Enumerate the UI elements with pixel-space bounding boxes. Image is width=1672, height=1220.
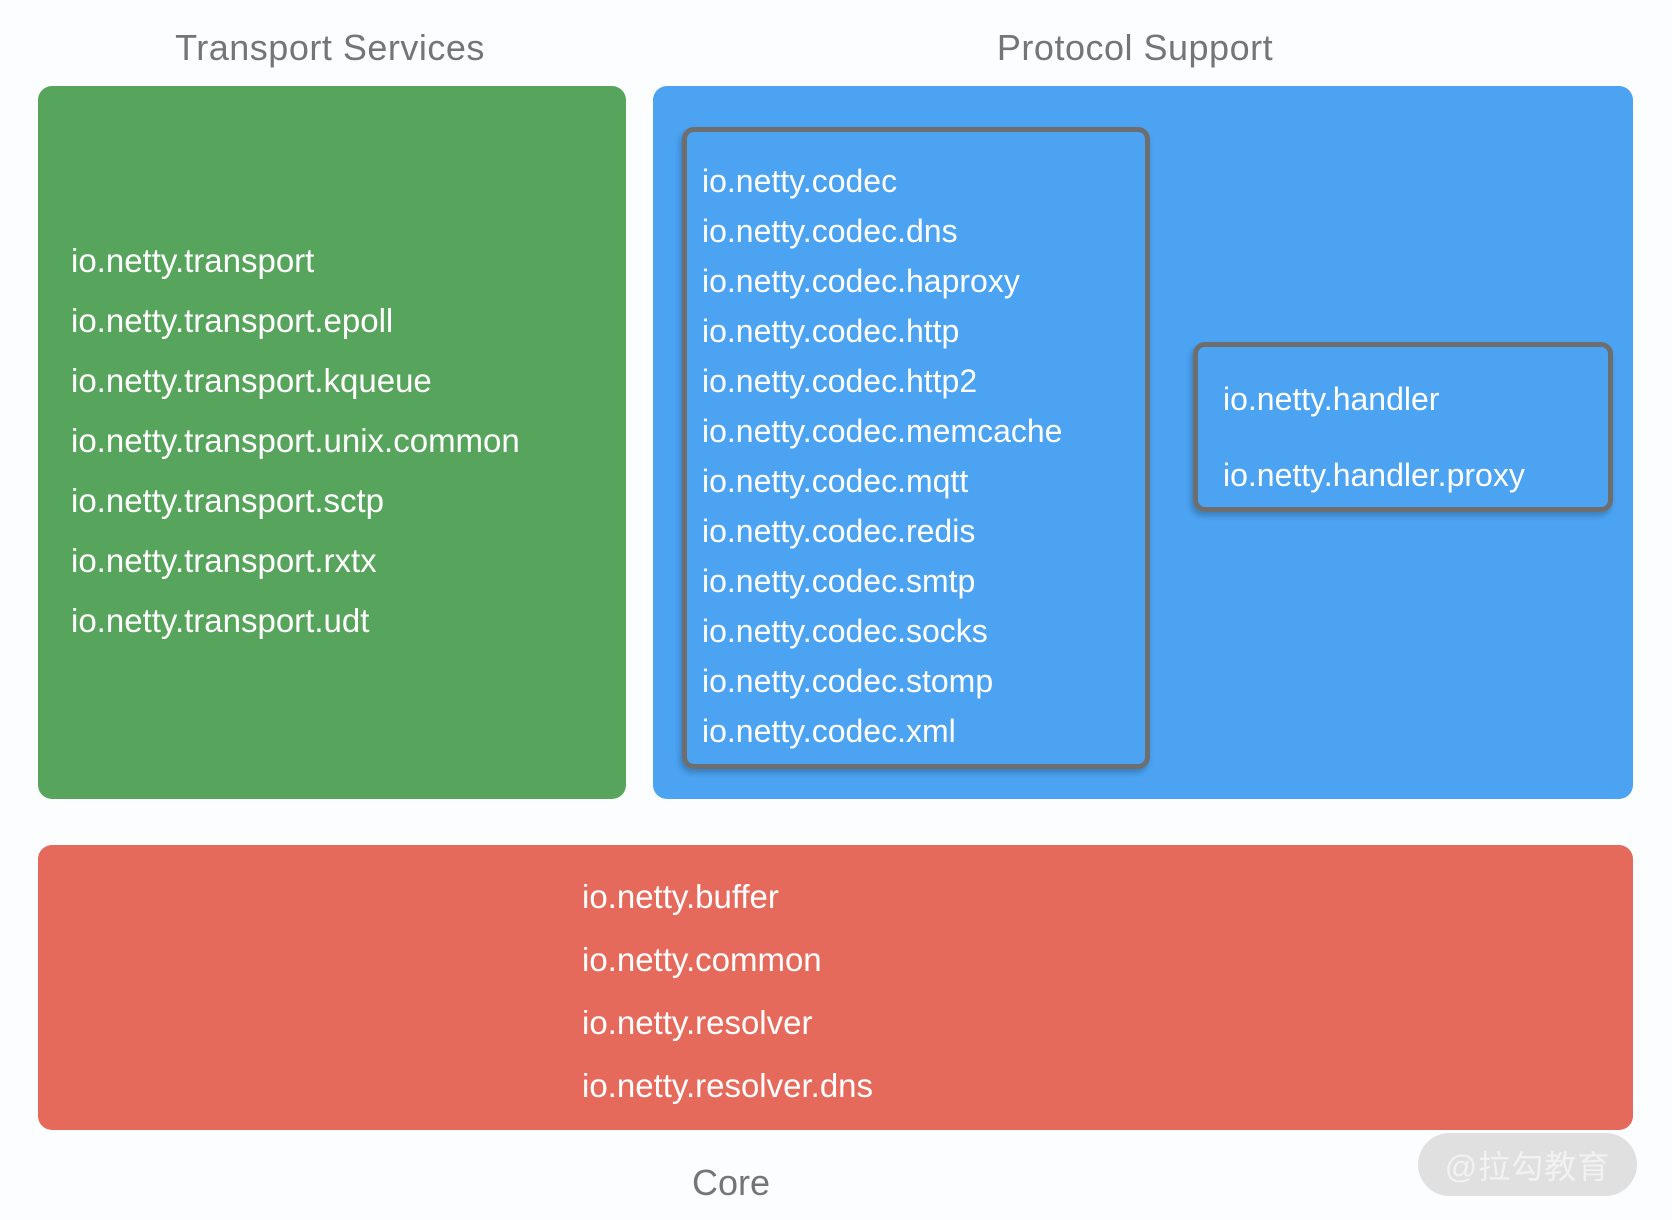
package-label: io.netty.codec.haproxy [702, 263, 1020, 299]
lagou-watermark: @拉勾教育 [1418, 1133, 1637, 1196]
package-label: io.netty.transport.sctp [71, 482, 385, 519]
package-label: io.netty.codec.mqtt [702, 463, 969, 499]
package-label: io.netty.transport.rxtx [71, 542, 377, 579]
package-label: io.netty.handler.proxy [1223, 456, 1525, 493]
core-package-list: io.netty.buffer io.netty.common io.netty… [582, 865, 873, 1117]
package-label: io.netty.codec.http [702, 313, 960, 349]
package-label: io.netty.transport [71, 242, 315, 279]
package-label: io.netty.transport.kqueue [71, 362, 432, 399]
package-label: io.netty.transport.epoll [71, 302, 394, 339]
codec-package-list: io.netty.codec io.netty.codec.dns io.net… [702, 156, 1062, 756]
protocol-support-title: Protocol Support [996, 27, 1274, 68]
package-label: io.netty.buffer [582, 878, 779, 915]
package-label: io.netty.codec.socks [702, 613, 988, 649]
package-label: io.netty.codec.redis [702, 513, 976, 549]
package-label: io.netty.codec.memcache [702, 413, 1063, 449]
core-title: Core [691, 1162, 771, 1203]
package-label: io.netty.codec.xml [702, 713, 956, 749]
watermark-text: @拉勾教育 [1444, 1148, 1611, 1185]
codec-group-box: io.netty.codec io.netty.codec.dns io.net… [682, 127, 1150, 769]
transport-services-box: io.netty.transport io.netty.transport.ep… [38, 86, 626, 799]
core-box: io.netty.buffer io.netty.common io.netty… [38, 845, 1633, 1130]
handler-group-box: io.netty.handler io.netty.handler.proxy [1193, 342, 1613, 512]
package-label: io.netty.resolver.dns [582, 1067, 874, 1104]
handler-package-list: io.netty.handler io.netty.handler.proxy [1223, 361, 1525, 513]
protocol-support-box: io.netty.codec io.netty.codec.dns io.net… [653, 86, 1633, 799]
transport-package-list: io.netty.transport io.netty.transport.ep… [71, 231, 520, 651]
package-label: io.netty.codec [702, 163, 898, 199]
package-label: io.netty.codec.dns [702, 213, 958, 249]
package-label: io.netty.codec.smtp [702, 563, 976, 599]
package-label: io.netty.transport.unix.common [71, 422, 520, 459]
package-label: io.netty.codec.stomp [702, 663, 994, 699]
package-label: io.netty.resolver [582, 1004, 813, 1041]
package-label: io.netty.transport.udt [71, 602, 370, 639]
package-label: io.netty.common [582, 941, 822, 978]
transport-services-title: Transport Services [175, 27, 485, 68]
package-label: io.netty.codec.http2 [702, 363, 978, 399]
package-label: io.netty.handler [1223, 380, 1440, 417]
